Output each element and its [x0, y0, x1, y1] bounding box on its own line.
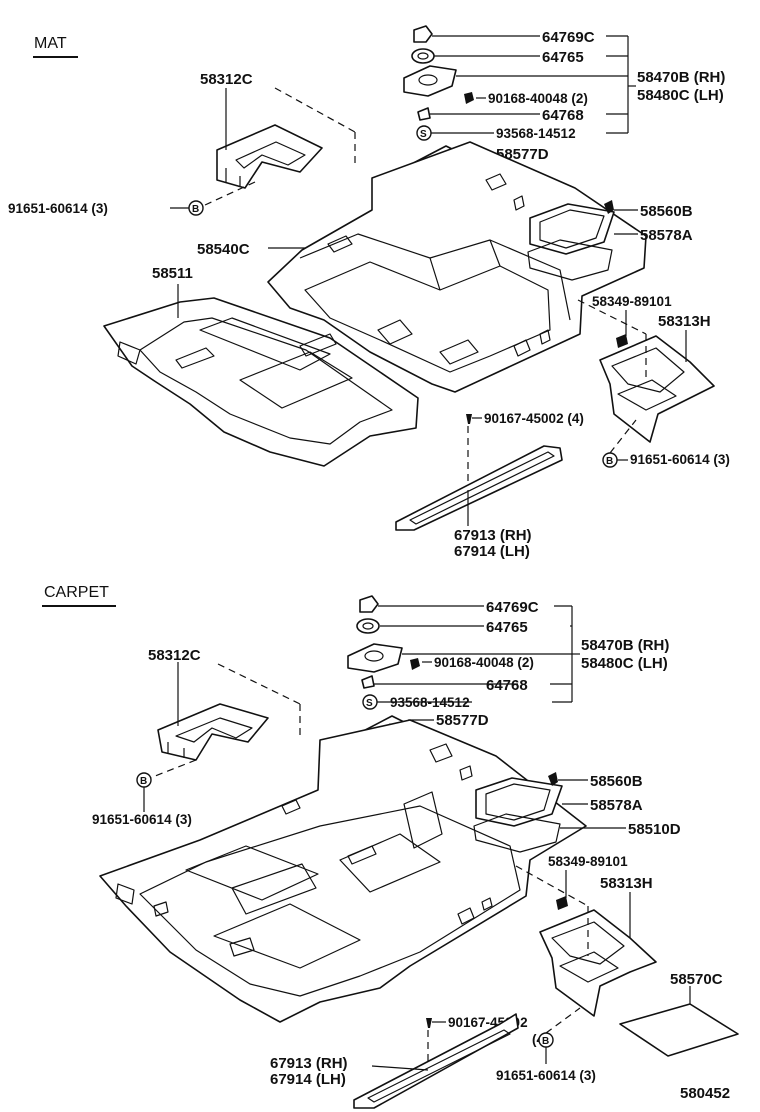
label-58480c-mat: 58480C (LH)	[637, 87, 724, 104]
carpet-piece-58570c	[619, 1003, 739, 1057]
screw-90167-mat	[466, 414, 472, 424]
bracket-58313h-carpet	[539, 896, 657, 1017]
label-58511-mat: 58511	[152, 265, 193, 282]
label-64768-carpet: 64768	[486, 677, 528, 694]
label-93568-carpet: 93568-14512	[390, 695, 470, 710]
bolt-marker-right-mat-text: B	[606, 456, 613, 467]
label-58577d-carpet: 58577D	[436, 712, 489, 729]
label-91651-right-mat: 91651-60614 (3)	[630, 452, 730, 467]
diagram-id: 580452	[680, 1085, 730, 1102]
label-90167-mat: 90167-45002 (4)	[484, 411, 584, 426]
fastener-stack-mat: S	[403, 25, 474, 141]
bolt-marker-left-carpet-text: B	[140, 776, 147, 787]
label-58578a-mat: 58578A	[640, 227, 693, 244]
label-91651-left-carpet: 91651-60614 (3)	[92, 812, 192, 827]
label-90168-carpet: 90168-40048 (2)	[434, 655, 534, 670]
label-58349-mat: 58349-89101	[592, 294, 672, 309]
label-91651-left-mat: 91651-60614 (3)	[8, 201, 108, 216]
scuff-plate-67913-mat	[395, 445, 563, 531]
mat-section-title: MAT	[34, 35, 67, 52]
panel-58578a-mat	[527, 203, 615, 281]
label-58313h-mat: 58313H	[658, 313, 711, 330]
label-64765-mat: 64765	[542, 49, 584, 66]
label-58560b-mat: 58560B	[640, 203, 693, 220]
label-58570c-carpet: 58570C	[670, 971, 723, 988]
carpet-section-title: CARPET	[44, 584, 109, 601]
label-58510d-carpet: 58510D	[628, 821, 681, 838]
label-58312c-carpet: 58312C	[148, 647, 201, 664]
screw-marker-mat-text: S	[420, 129, 427, 140]
bracket-58312c-mat	[204, 87, 356, 206]
carpet-section: CARPET 58312C B 91651-60614 (3)	[42, 584, 739, 1109]
label-58312c-mat: 58312C	[200, 71, 253, 88]
label-64765-carpet: 64765	[486, 619, 528, 636]
label-58540c-mat: 58540C	[197, 241, 250, 258]
screw-marker-carpet-text: S	[366, 698, 373, 709]
label-64769c-mat: 64769C	[542, 29, 595, 46]
label-93568-mat: 93568-14512	[496, 126, 576, 141]
label-58578a-carpet: 58578A	[590, 797, 643, 814]
mat-section: MAT 58312C B 91651-60614 (3)	[8, 25, 730, 560]
bolt-marker-left-mat-text: B	[192, 204, 199, 215]
label-91651-right-carpet: 91651-60614 (3)	[496, 1068, 596, 1083]
label-67913-mat: 67913 (RH)	[454, 527, 532, 544]
panel-58578a-carpet	[473, 777, 563, 853]
screw-90167-carpet	[426, 1018, 432, 1028]
clip-58560b-mat	[604, 200, 614, 214]
scuff-plate-67913-carpet	[353, 1013, 519, 1109]
label-58313h-carpet: 58313H	[600, 875, 653, 892]
floor-carpet-58510d	[99, 719, 587, 1023]
label-90168-mat: 90168-40048 (2)	[488, 91, 588, 106]
bracket-58313h-mat	[599, 334, 715, 443]
label-64768-mat: 64768	[542, 107, 584, 124]
clip-58560b-carpet	[548, 772, 558, 786]
fastener-stack-carpet: S	[347, 595, 420, 710]
bolt-marker-right-carpet-text: B	[542, 1036, 549, 1047]
label-58480c-carpet: 58480C (LH)	[581, 655, 668, 672]
label-67913-carpet: 67913 (RH)	[270, 1055, 348, 1072]
bracket-58312c-carpet	[149, 662, 301, 779]
label-64769c-carpet: 64769C	[486, 599, 539, 616]
label-67914-mat: 67914 (LH)	[454, 543, 530, 560]
label-58470b-carpet: 58470B (RH)	[581, 637, 669, 654]
label-58470b-mat: 58470B (RH)	[637, 69, 725, 86]
floor-mat-58511	[103, 297, 419, 467]
label-58349-carpet: 58349-89101	[548, 854, 628, 869]
label-58560b-carpet: 58560B	[590, 773, 643, 790]
label-67914-carpet: 67914 (LH)	[270, 1071, 346, 1088]
